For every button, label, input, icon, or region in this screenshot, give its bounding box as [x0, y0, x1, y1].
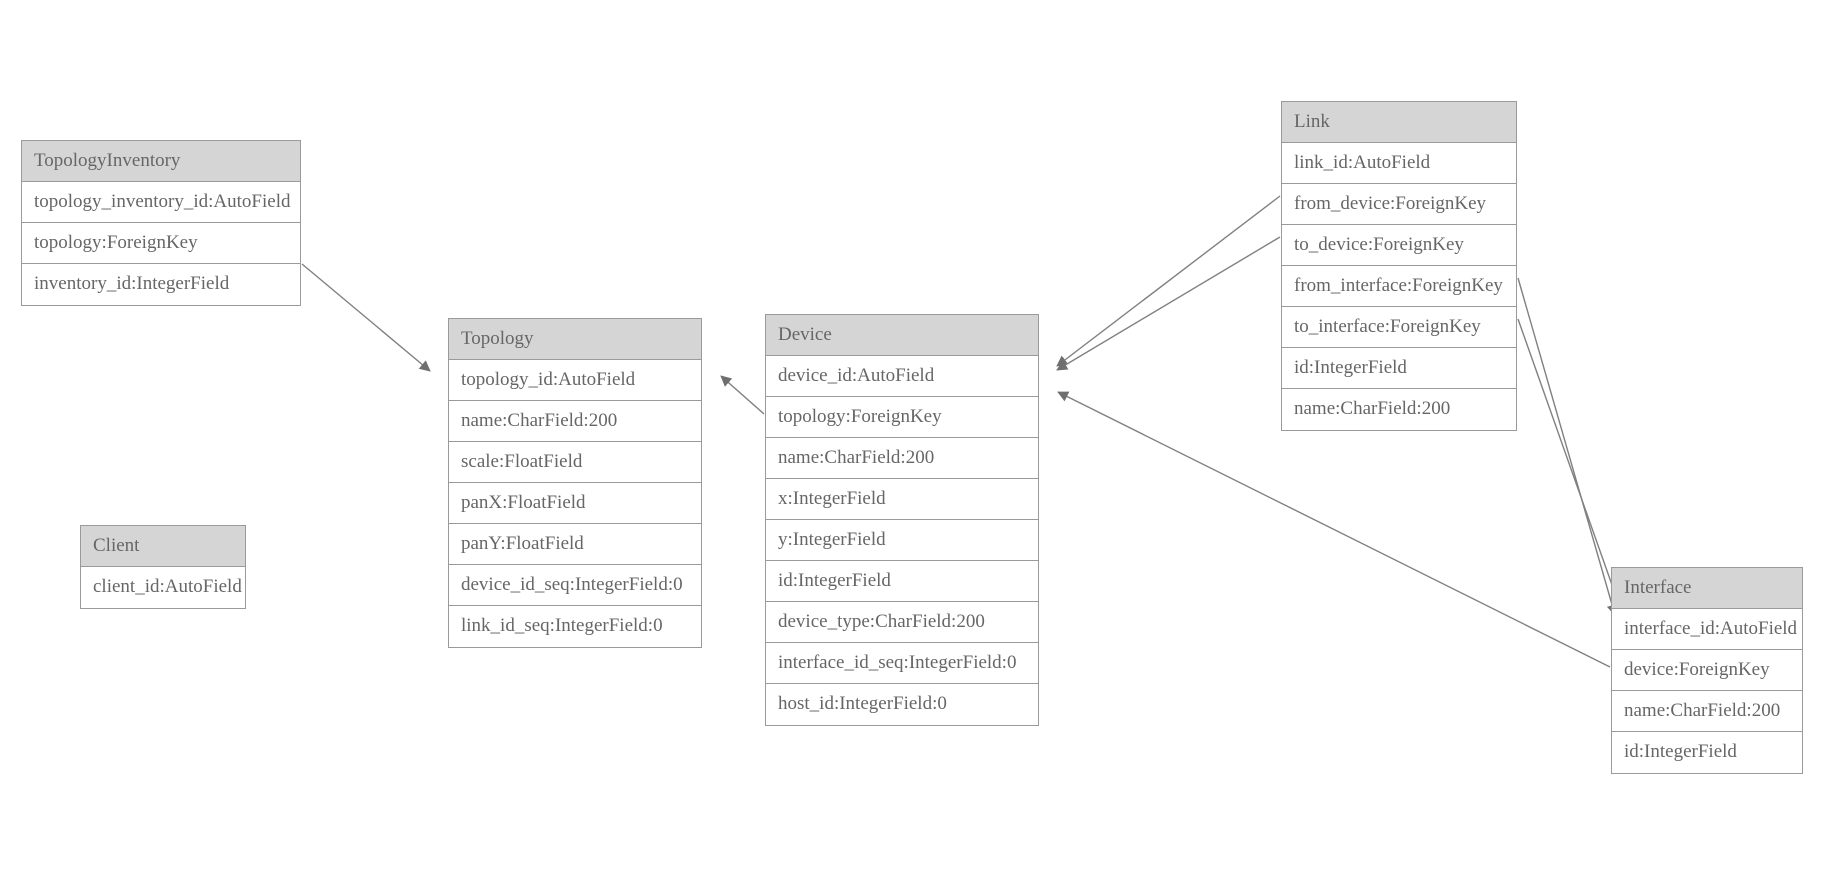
entity-field-row: device_id_seq:IntegerField:0: [449, 565, 701, 606]
entity-field-row: link_id:AutoField: [1282, 143, 1516, 184]
edge-interface-device: [1057, 391, 1611, 668]
entity-title-device: Device: [766, 315, 1038, 356]
entity-field-row: id:IntegerField: [1612, 732, 1802, 773]
entity-field-row: name:CharField:200: [1612, 691, 1802, 732]
entity-title-topology: Topology: [449, 319, 701, 360]
entity-field-row: name:CharField:200: [766, 438, 1038, 479]
entity-field-row: device_type:CharField:200: [766, 602, 1038, 643]
entity-field-row: panX:FloatField: [449, 483, 701, 524]
entity-field-row: to_device:ForeignKey: [1282, 225, 1516, 266]
entity-field-row: from_interface:ForeignKey: [1282, 266, 1516, 307]
entity-field-row: topology_inventory_id:AutoField: [22, 182, 300, 223]
entity-field-row: inventory_id:IntegerField: [22, 264, 300, 305]
entity-field-row: interface_id:AutoField: [1612, 609, 1802, 650]
edge-device-topology: [720, 375, 765, 415]
entity-field-row: host_id:IntegerField:0: [766, 684, 1038, 725]
entity-field-row: device_id:AutoField: [766, 356, 1038, 397]
entity-field-row: client_id:AutoField: [81, 567, 245, 608]
entity-field-row: id:IntegerField: [1282, 348, 1516, 389]
edge-link-from-interface: [1517, 277, 1618, 616]
entity-field-row: to_interface:ForeignKey: [1282, 307, 1516, 348]
edge-link-to-interface: [1517, 318, 1625, 617]
entity-field-row: panY:FloatField: [449, 524, 701, 565]
edge-link-to-device: [1056, 236, 1281, 371]
entity-title-client: Client: [81, 526, 245, 567]
entity-field-row: name:CharField:200: [1282, 389, 1516, 430]
entity-field-row: from_device:ForeignKey: [1282, 184, 1516, 225]
entity-title-interface: Interface: [1612, 568, 1802, 609]
edge-link-from-device: [1056, 195, 1281, 367]
entity-field-row: id:IntegerField: [766, 561, 1038, 602]
entity-field-row: name:CharField:200: [449, 401, 701, 442]
entity-field-row: topology_id:AutoField: [449, 360, 701, 401]
entity-field-row: y:IntegerField: [766, 520, 1038, 561]
edge-topologyinventory-topology: [301, 263, 431, 372]
entity-field-row: device:ForeignKey: [1612, 650, 1802, 691]
entity-field-row: interface_id_seq:IntegerField:0: [766, 643, 1038, 684]
entity-field-row: topology:ForeignKey: [766, 397, 1038, 438]
entity-field-row: scale:FloatField: [449, 442, 701, 483]
entity-title-topology-inventory: TopologyInventory: [22, 141, 300, 182]
entity-field-row: x:IntegerField: [766, 479, 1038, 520]
entity-field-row: link_id_seq:IntegerField:0: [449, 606, 701, 647]
entity-title-link: Link: [1282, 102, 1516, 143]
entity-field-row: topology:ForeignKey: [22, 223, 300, 264]
